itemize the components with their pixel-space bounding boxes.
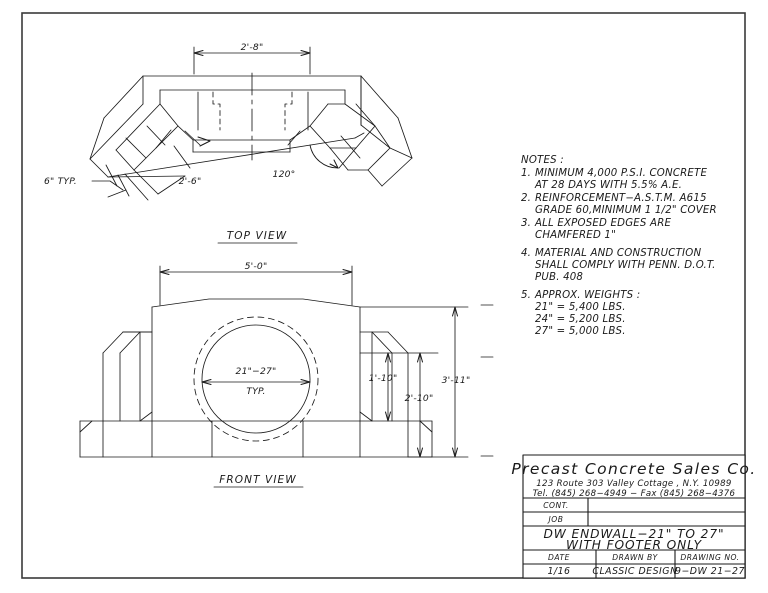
dim-flare-angle — [309, 144, 339, 169]
note-1-number: 1. — [521, 168, 531, 179]
notes-heading: NOTES : — [521, 155, 564, 166]
front-view-geometry — [79, 298, 433, 458]
drawn-by-value[interactable]: CLASSIC DESIGN — [592, 566, 677, 577]
dim-heights — [359, 306, 469, 458]
dim-pipe-size-label: 21"−27" — [236, 366, 277, 377]
note-5-line-3: 24" = 5,200 LBS. — [535, 314, 626, 325]
note-5-line-2: 21" = 5,400 LBS. — [535, 302, 626, 313]
note-5-number: 5. — [521, 290, 531, 301]
drawing-no-label: DRAWING NO. — [680, 553, 739, 562]
note-4-line-3: PUB. 408 — [535, 272, 583, 283]
company-contact: Tel. (845) 268−4949 − Fax (845) 268−4376 — [533, 489, 736, 499]
company-name: Precast Concrete Sales Co. — [511, 460, 756, 478]
dim-mid-height-label: 2'-10" — [405, 393, 434, 404]
company-address: 123 Route 303 Valley Cottage , N.Y. 1098… — [536, 479, 731, 489]
dim-wall-thickness — [91, 164, 130, 198]
drawing-title-line-2: WITH FOOTER ONLY — [566, 538, 703, 552]
note-5-line-1: APPROX. WEIGHTS : — [534, 290, 640, 301]
note-2-line-1: REINFORCEMENT−A.S.T.M. A615 — [535, 193, 707, 204]
note-5-line-4: 27" = 5,000 LBS. — [535, 326, 626, 337]
note-1-line-2: AT 28 DAYS WITH 5.5% A.E. — [534, 180, 682, 191]
dim-wall-thickness-label: 6" TYP. — [44, 176, 77, 187]
note-1-line-1: MINIMUM 4,000 P.S.I. CONCRETE — [535, 168, 707, 179]
note-4-number: 4. — [521, 248, 531, 259]
dim-throat-arrow — [197, 136, 211, 147]
dim-wing-length — [124, 129, 191, 201]
dim-flare-angle-label: 120° — [273, 169, 296, 180]
drawing-title-line-1: DW ENDWALL−21" TO 27" — [544, 527, 725, 541]
notes-block: NOTES : 1. MINIMUM 4,000 P.S.I. CONCRETE… — [521, 155, 717, 337]
title-block-frame — [522, 454, 746, 579]
top-view-label: TOP VIEW — [227, 230, 287, 242]
note-2-number: 2. — [521, 193, 531, 204]
title-block: Precast Concrete Sales Co. 123 Route 303… — [511, 460, 756, 577]
pipe-outer-dashed-circle — [193, 316, 319, 442]
dim-overall-height-label: 3'-11" — [442, 375, 471, 386]
note-2-line-2: GRADE 60,MINIMUM 1 1/2" COVER — [535, 205, 717, 216]
dim-invert-height-label: 1'-10" — [369, 373, 398, 384]
drawn-by-label: DRAWN BY — [612, 553, 658, 562]
date-value[interactable]: 1/16 — [547, 566, 570, 577]
dim-throat-width-label: 2'-8" — [241, 42, 264, 53]
margin-tick-marks — [480, 304, 494, 457]
dim-pipe-typ-label: TYP. — [246, 386, 265, 397]
drawing-no-value[interactable]: 9−DW 21−27 — [675, 566, 745, 577]
top-view-geometry — [89, 72, 413, 195]
note-4-line-2: SHALL COMPLY WITH PENN. D.O.T. — [535, 260, 716, 271]
note-4-line-1: MATERIAL AND CONSTRUCTION — [535, 248, 701, 259]
note-3-line-1: ALL EXPOSED EDGES ARE — [534, 218, 671, 229]
dim-overall-width — [159, 265, 353, 306]
dim-pipe-diameter — [201, 379, 311, 385]
dim-wing-length-label: 2'-6" — [179, 176, 202, 187]
dim-throat-width — [193, 46, 311, 75]
date-label: DATE — [548, 553, 570, 562]
cont-label: CONT. — [543, 501, 569, 510]
note-3-number: 3. — [521, 218, 531, 229]
front-view-label: FRONT VIEW — [219, 474, 297, 486]
job-label: JOB — [547, 515, 564, 524]
note-3-line-2: CHAMFERED 1" — [535, 230, 616, 241]
dim-overall-width-label: 5'-0" — [245, 261, 268, 272]
